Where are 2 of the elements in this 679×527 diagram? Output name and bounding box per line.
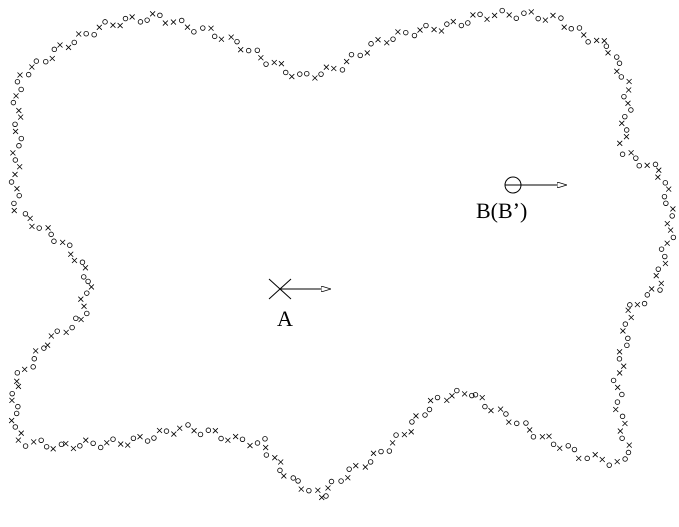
point-label: A [277, 308, 293, 330]
point-label: B(B’) [476, 200, 528, 222]
